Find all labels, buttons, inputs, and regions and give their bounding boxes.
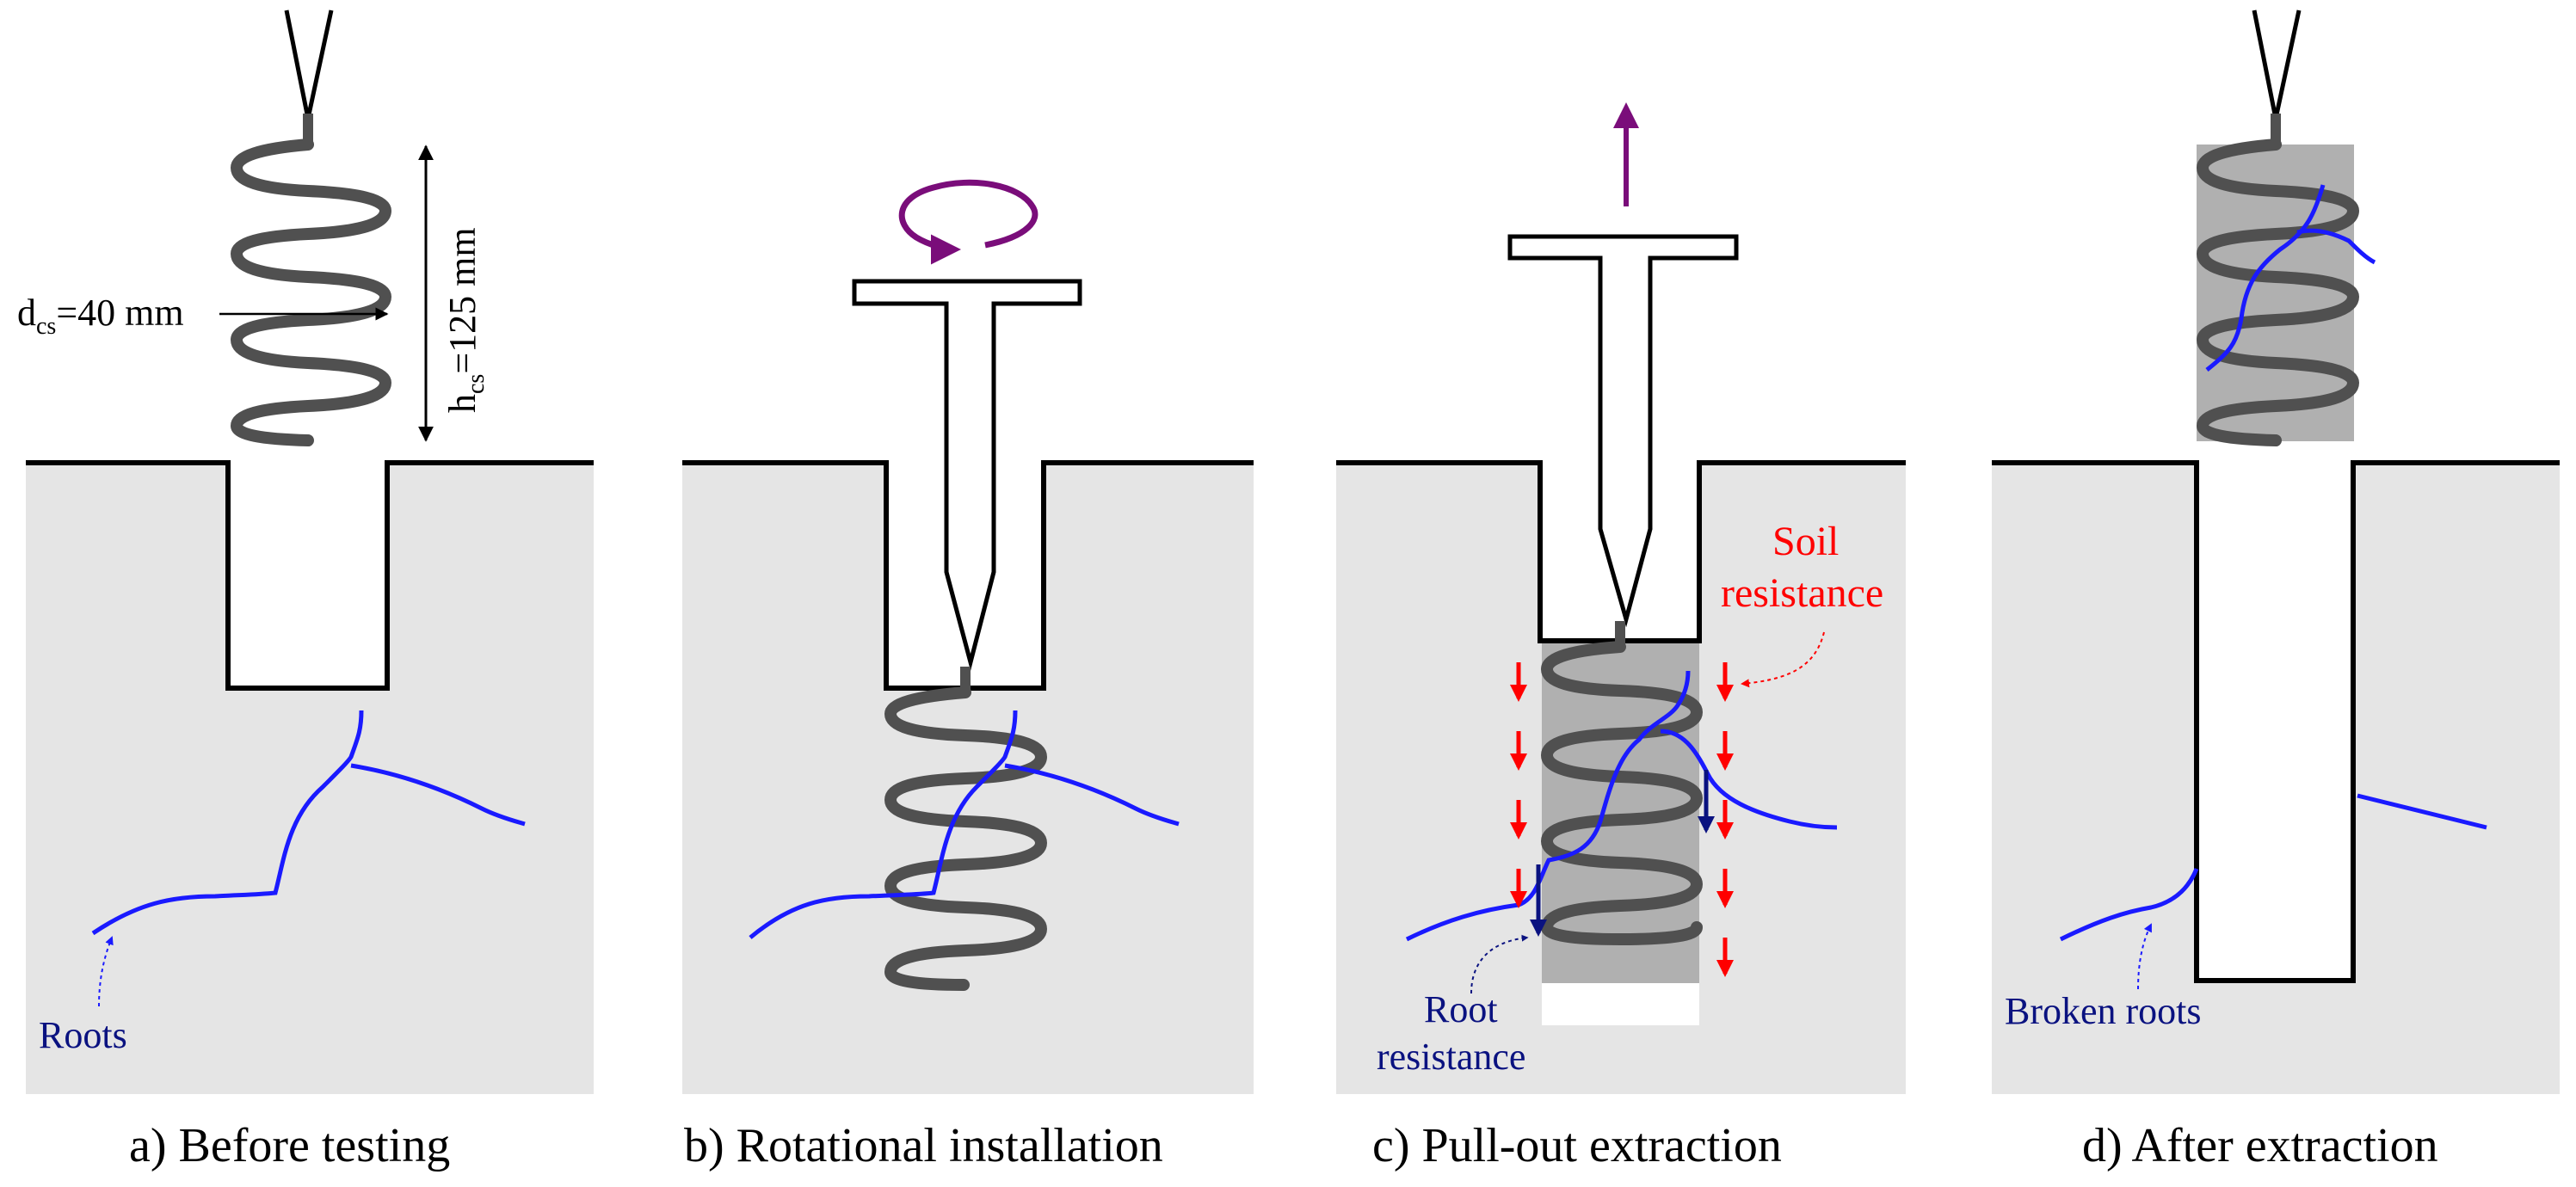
root-c [1405,670,1838,942]
soil-surface-a [26,460,594,691]
soil-resistance-pointer [1741,631,1825,688]
panel-a-before-testing: dcs=40 mm hcs=125 mm Roots a) Before tes… [17,9,594,1172]
soil-resistance-arrows [1510,662,1734,977]
panel-c-pull-out-extraction: Soil resistance Root resistance c) Pull-… [1336,102,1906,1172]
tool-tip-a [284,9,334,120]
soil-resistance-label-1: Soil [1772,519,1839,564]
caption-c: c) Pull-out extraction [1372,1119,1782,1172]
rotation-arrow [898,179,1038,265]
tool-tip-d [2252,9,2302,120]
caption-a: a) Before testing [129,1119,450,1172]
broken-root-left-d [2059,868,2199,942]
panel-d-after-extraction: Broken roots d) After extraction [1992,9,2560,1172]
coil-a [230,138,392,446]
soil-block-a [26,463,594,1094]
height-label: hcs=125 mm [441,227,490,413]
broken-roots-pointer [2137,923,2152,990]
t-handle-b [852,279,1082,671]
root-resistance-label-2: resistance [1377,1036,1525,1078]
soil-surface-d [1992,460,2560,983]
soil-block-d [1992,463,2560,1094]
caption-d: d) After extraction [2082,1119,2438,1172]
coil-b [884,686,1048,991]
caption-b: b) Rotational installation [684,1119,1163,1172]
roots-pointer [98,936,114,1007]
root-resistance-pointer [1470,934,1529,994]
root-a [91,710,526,936]
roots-label: Roots [39,1014,127,1056]
panel-b-rotational-installation: b) Rotational installation [682,179,1254,1172]
root-in-core-d [2205,184,2376,372]
root-b [749,710,1180,939]
root-resistance-label-1: Root [1424,988,1498,1030]
diameter-label: dcs=40 mm [17,292,184,340]
t-handle-c [1507,234,1739,628]
coil-d [2196,138,2360,446]
extracted-void-c [1542,981,1699,1025]
soil-resistance-label-2: resistance [1721,570,1883,616]
broken-root-right-d [2357,793,2487,830]
broken-roots-label: Broken roots [2005,990,2202,1032]
